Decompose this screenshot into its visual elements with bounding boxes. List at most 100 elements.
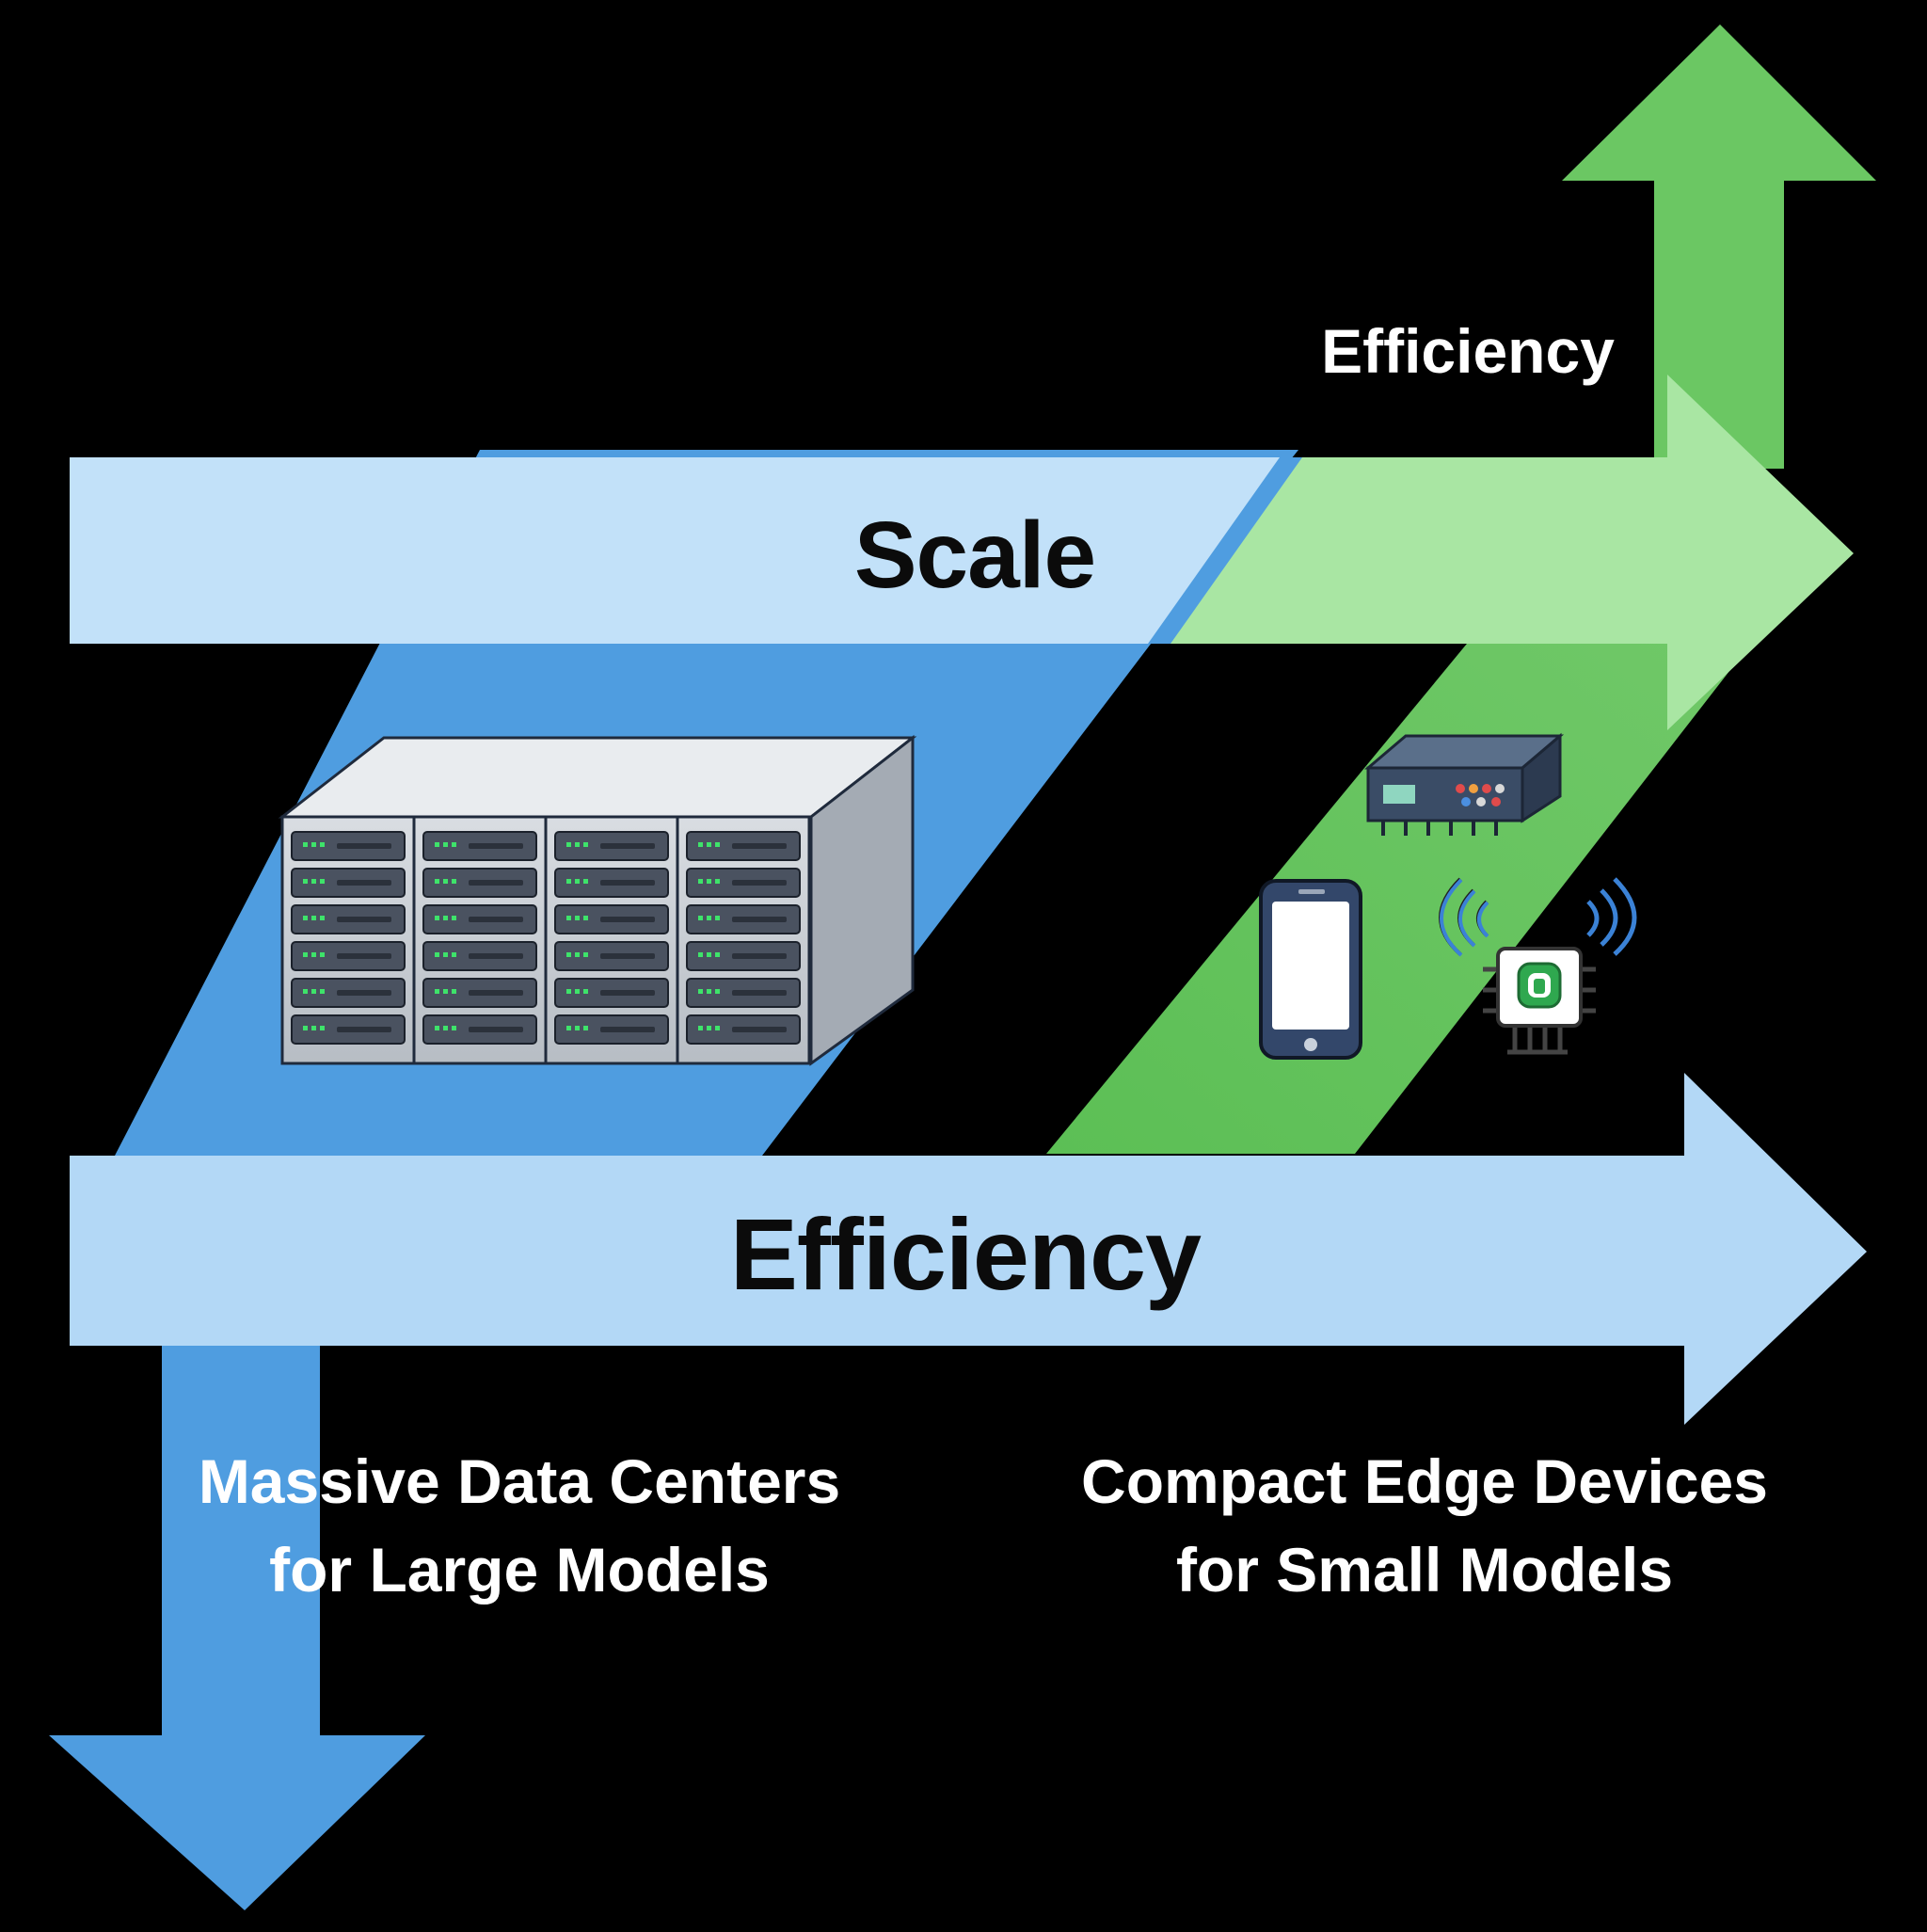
server-led [707,842,711,847]
server-led [303,952,308,957]
left-caption-line2: for Large Models [269,1534,770,1605]
server-led [575,879,580,884]
server-led [566,952,571,957]
server-led [443,916,448,920]
server-led [303,1026,308,1030]
server-slot [600,953,655,959]
server-led [583,989,588,994]
server-led [715,879,720,884]
server-led [443,1026,448,1030]
server-led [575,989,580,994]
server-led [715,989,720,994]
server-led [303,879,308,884]
server-led [320,916,325,920]
server-slot [600,917,655,922]
server-slot [337,880,391,886]
server-led [707,1026,711,1030]
edge-box-icon [1363,732,1565,836]
server-slot [469,917,523,922]
server-led [566,989,571,994]
server-led [435,879,439,884]
server-led [443,879,448,884]
server-led [435,1026,439,1030]
server-led [452,989,456,994]
server-led [443,952,448,957]
server-slot [337,990,391,996]
server-led [698,952,703,957]
server-led [583,952,588,957]
server-led [575,842,580,847]
server-slot [469,990,523,996]
smartphone-icon [1259,879,1362,1060]
server-led [452,842,456,847]
server-led [715,952,720,957]
server-slot [469,843,523,849]
server-led [566,1026,571,1030]
server-led [320,842,325,847]
server-led [311,916,316,920]
server-slot [469,880,523,886]
server-led [320,879,325,884]
server-led [707,989,711,994]
efficiency-top-label: Efficiency [1321,316,1615,386]
server-led [583,879,588,884]
server-led [311,989,316,994]
server-slot [337,953,391,959]
server-led [707,879,711,884]
server-led [575,1026,580,1030]
server-slot [732,990,787,996]
server-led [320,989,325,994]
server-led [715,842,720,847]
server-slot [337,1027,391,1032]
server-led [715,1026,720,1030]
down-arrow [49,1344,425,1910]
server-led [698,842,703,847]
server-slot [732,917,787,922]
server-led [583,916,588,920]
server-led [583,842,588,847]
server-slot [600,1027,655,1032]
server-led [435,989,439,994]
server-slot [600,880,655,886]
server-led [311,879,316,884]
green-diagonal-band [1046,574,1805,1154]
server-led [311,842,316,847]
server-slot [732,953,787,959]
server-rack-icon [278,734,917,1066]
server-led [707,916,711,920]
server-led [707,952,711,957]
server-slot [469,953,523,959]
server-led [443,989,448,994]
server-slot [600,843,655,849]
scale-band-divider [1148,457,1302,644]
green-up-arrow [1562,24,1876,469]
server-led [715,916,720,920]
server-led [566,916,571,920]
server-slot [469,1027,523,1032]
server-led [452,952,456,957]
scale-arrow-green [1167,375,1854,730]
server-led [320,952,325,957]
server-led [583,1026,588,1030]
server-led [566,879,571,884]
server-led [303,989,308,994]
iot-chip-icon [1439,877,1637,1055]
server-led [452,916,456,920]
server-led [452,1026,456,1030]
server-led [320,1026,325,1030]
server-led [575,916,580,920]
scale-band [70,457,1298,644]
efficiency-main-label: Efficiency [729,1197,1202,1311]
server-slot [337,843,391,849]
server-slot [337,917,391,922]
server-led [435,952,439,957]
server-led [452,879,456,884]
server-led [566,842,571,847]
left-caption: Massive Data Centers for Large Models [199,1438,840,1614]
server-led [698,879,703,884]
server-led [435,916,439,920]
server-led [443,842,448,847]
right-caption: Compact Edge Devices for Small Models [1081,1438,1768,1614]
left-caption-line1: Massive Data Centers [198,1446,841,1516]
